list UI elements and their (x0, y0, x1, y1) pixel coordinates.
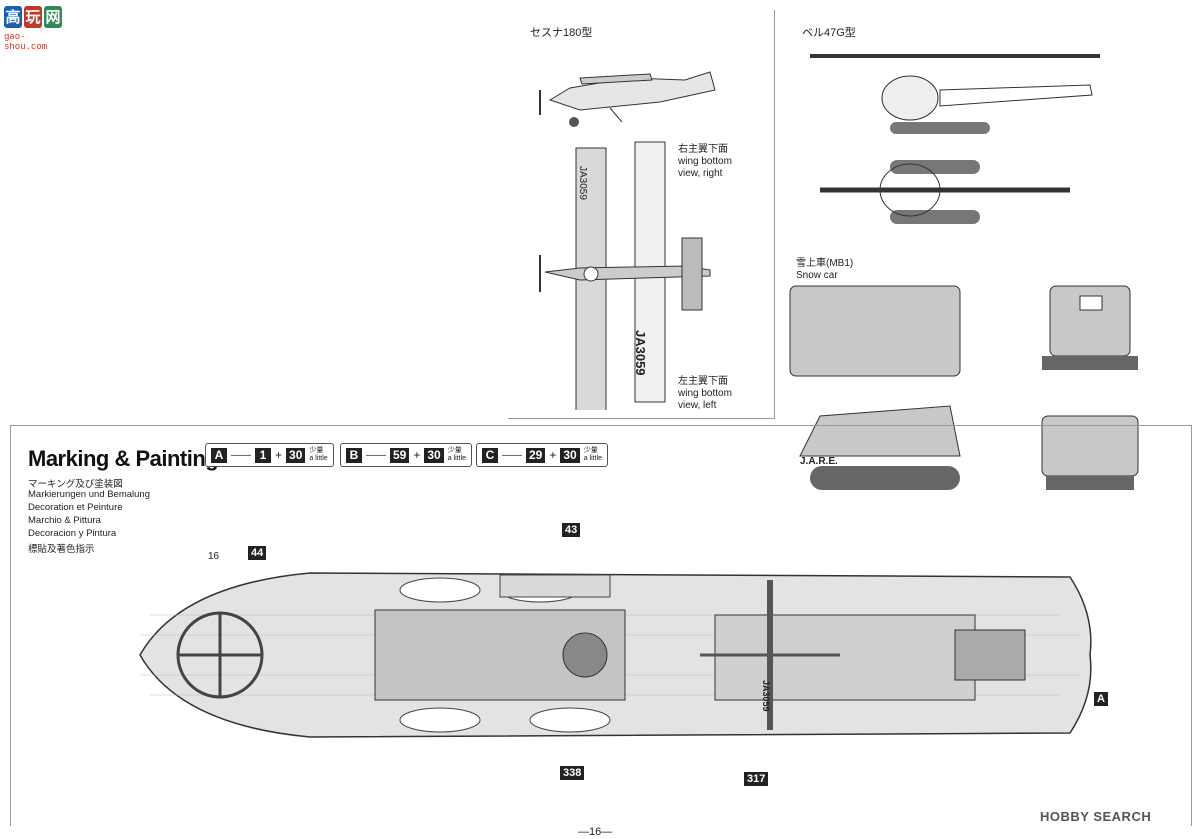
marking-line-4: Marchio & Pittura (28, 515, 101, 526)
ship-callout-338: 338 (560, 766, 585, 780)
logo-char-3: 网 (44, 6, 62, 28)
page-number: —16— (578, 826, 613, 838)
ship-callout-A: A (1094, 692, 1108, 706)
wing-left-en2: view, left (678, 400, 717, 411)
wing-right-en2: view, right (678, 168, 723, 179)
marking-frame (10, 425, 1192, 826)
legend-key: B (346, 447, 362, 463)
legend-color-a: 59 (390, 447, 410, 463)
snowcar-jare: J.A.R.E. (800, 456, 838, 467)
legend-note-en: a little (447, 455, 467, 462)
wing-right-en1: wing bottom (678, 156, 732, 167)
legend-color-b: 30 (286, 447, 306, 463)
cessna-drawing (539, 71, 716, 410)
cessna-title: セスナ180型 (530, 27, 593, 39)
marking-line-1: マーキング及び塗装図 (28, 479, 123, 490)
legend-plus: + (413, 448, 421, 462)
ship-top-view (139, 572, 1092, 738)
ship-helicopter-reg: JA3059 (761, 680, 771, 712)
snowcar-drawing (789, 285, 1139, 490)
snowcar-caption: 雪上車(MB1) Snow car (796, 258, 853, 282)
legend-arrow: —— (366, 449, 386, 461)
wing-left-en1: wing bottom (678, 388, 732, 399)
marking-line-6: 標貼及著色指示 (28, 544, 95, 555)
legend-arrow: —— (231, 449, 251, 461)
legend-note-jp: 少量 (447, 447, 462, 454)
logo-char-2: 玩 (24, 6, 42, 28)
legend-note-en: a little (309, 455, 328, 462)
legend-color-b: 30 (560, 447, 580, 463)
site-logo: 高 玩 网 gao-shou.com (4, 6, 68, 52)
marking-line-5: Decoracion y Pintura (28, 528, 117, 539)
marking-line-3: Decoration et Peinture (28, 502, 123, 513)
legend-color-a: 29 (526, 447, 546, 463)
snowcar-title: 雪上車(MB1) (796, 258, 854, 269)
cessna-panel (508, 10, 775, 419)
ship-callout-317: 317 (744, 772, 769, 786)
legend-key: A (211, 447, 227, 463)
logo-char-1: 高 (4, 6, 22, 28)
legend-arrow: —— (502, 449, 522, 461)
legend-color-b: 30 (424, 447, 444, 463)
wing-right-jp: 右主翼下面 (678, 144, 728, 155)
bell-title: ベル47G型 (802, 27, 856, 39)
cessna-reg-right: JA3059 (577, 166, 588, 200)
cessna-reg-left: JA3059 (633, 330, 648, 376)
legend-note-jp: 少量 (583, 447, 598, 454)
legend-plus: + (275, 448, 283, 462)
legend-note-en: a little (583, 455, 603, 462)
marking-line-2: Markierungen und Bemalung (28, 489, 150, 500)
legend-note-jp: 少量 (309, 447, 324, 454)
legend-color-a: 1 (255, 447, 271, 463)
ship-callout-16: 16 (208, 551, 220, 562)
snowcar-en: Snow car (796, 270, 838, 281)
bell-drawing (810, 54, 1100, 224)
wing-left-caption: 左主翼下面 wing bottom view, left (678, 376, 732, 412)
wing-right-caption: 右主翼下面 wing bottom view, right (678, 144, 732, 180)
legend-plus: + (549, 448, 557, 462)
logo-url: gao-shou.com (4, 32, 48, 52)
legend-key: C (482, 447, 498, 463)
watermark: HOBBY SEARCH (1040, 809, 1152, 824)
marking-title: Marking & Painting (28, 446, 219, 471)
ship-callout-44: 44 (248, 546, 267, 560)
ship-callout-43: 43 (562, 523, 581, 537)
wing-left-jp: 左主翼下面 (678, 376, 728, 387)
